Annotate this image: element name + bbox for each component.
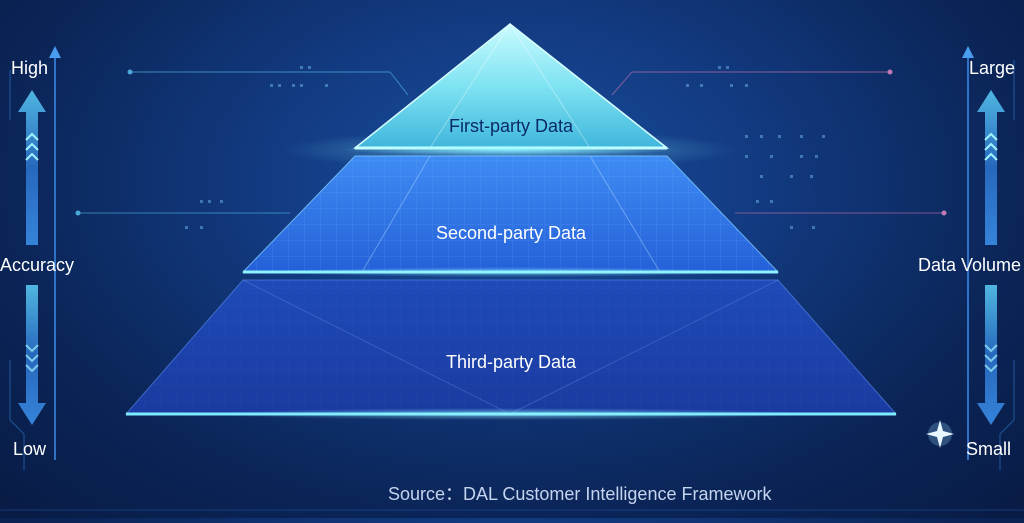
up-down-arrow-icon [18, 90, 46, 425]
accuracy-low-label: Low [13, 439, 47, 459]
accuracy-axis-label: Accuracy [0, 255, 75, 275]
source-caption: Source：DAL Customer Intelligence Framewo… [388, 484, 772, 504]
right-axis [962, 46, 1015, 470]
connector-lines [75, 69, 947, 216]
volume-axis-label: Data Volume [918, 255, 1022, 275]
tier-1-label: First-party Data [448, 116, 574, 136]
tier-2-label: Second-party Data [435, 223, 587, 243]
sparkle-icon [926, 420, 954, 448]
tier-3-label: Third-party Data [445, 352, 577, 372]
up-down-arrow-icon [977, 90, 1005, 425]
volume-small-label: Small [966, 439, 1012, 459]
left-axis [9, 46, 61, 470]
volume-large-label: Large [969, 58, 1016, 78]
accuracy-high-label: High [11, 58, 49, 78]
